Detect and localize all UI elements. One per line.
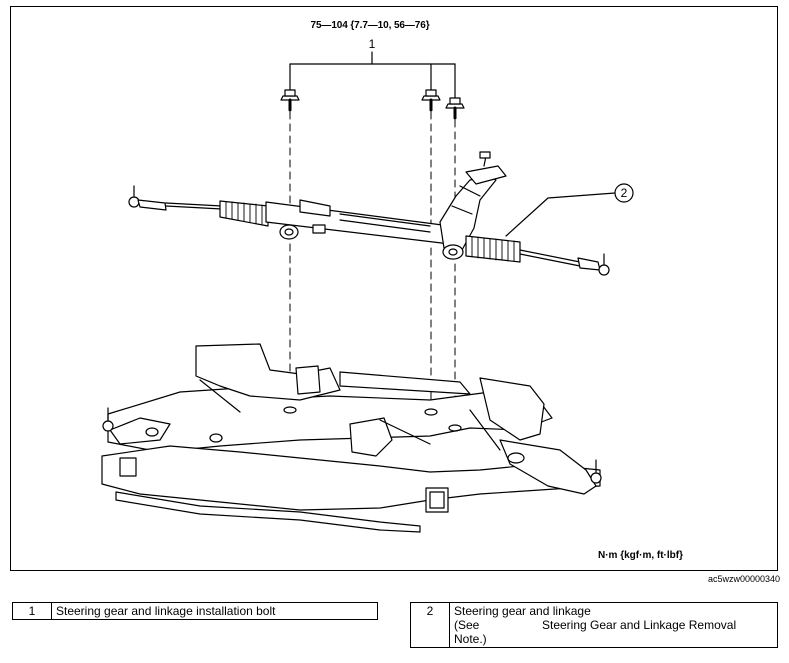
steering-gear-and-linkage — [128, 151, 610, 276]
legend-number: 2 — [410, 602, 450, 648]
legend-row: 1 Steering gear and linkage installation… — [12, 602, 378, 620]
callout-2-label: 2 — [620, 186, 628, 200]
legend-table-1: 1 Steering gear and linkage installation… — [12, 602, 378, 620]
callout-2-leader — [505, 183, 634, 237]
torque-units-label: N·m {kgf·m, ft·lbf} — [598, 550, 683, 561]
bolt-right — [445, 97, 465, 120]
see-reference-link[interactable]: Steering Gear and Linkage Removal — [542, 618, 737, 632]
figure-frame — [10, 6, 778, 571]
callout-1-label: 1 — [368, 37, 376, 51]
legend-row: 2 Steering gear and linkage (See Steerin… — [410, 602, 778, 648]
exploded-view-diagram — [101, 51, 634, 533]
figure-code: ac5wzw00000340 — [708, 574, 781, 584]
legend-table-2: 2 Steering gear and linkage (See Steerin… — [410, 602, 778, 648]
legend-number: 1 — [12, 602, 52, 620]
see-suffix: Note.) — [454, 632, 487, 646]
legend-description-cell: Steering gear and linkage (See Steering … — [449, 602, 778, 648]
torque-specification: 75—104 {7.7—10, 56—76} — [310, 20, 430, 31]
see-prefix: (See — [454, 618, 480, 632]
bolt-left — [280, 89, 300, 112]
front-crossmember — [101, 343, 602, 533]
bolt-middle — [421, 89, 441, 112]
legend-description: Steering gear and linkage — [454, 604, 591, 618]
see-reference-line: (See Steering Gear and Linkage Removal — [454, 618, 773, 632]
legend-description: Steering gear and linkage installation b… — [51, 602, 378, 620]
callout-1-leader — [289, 51, 456, 101]
